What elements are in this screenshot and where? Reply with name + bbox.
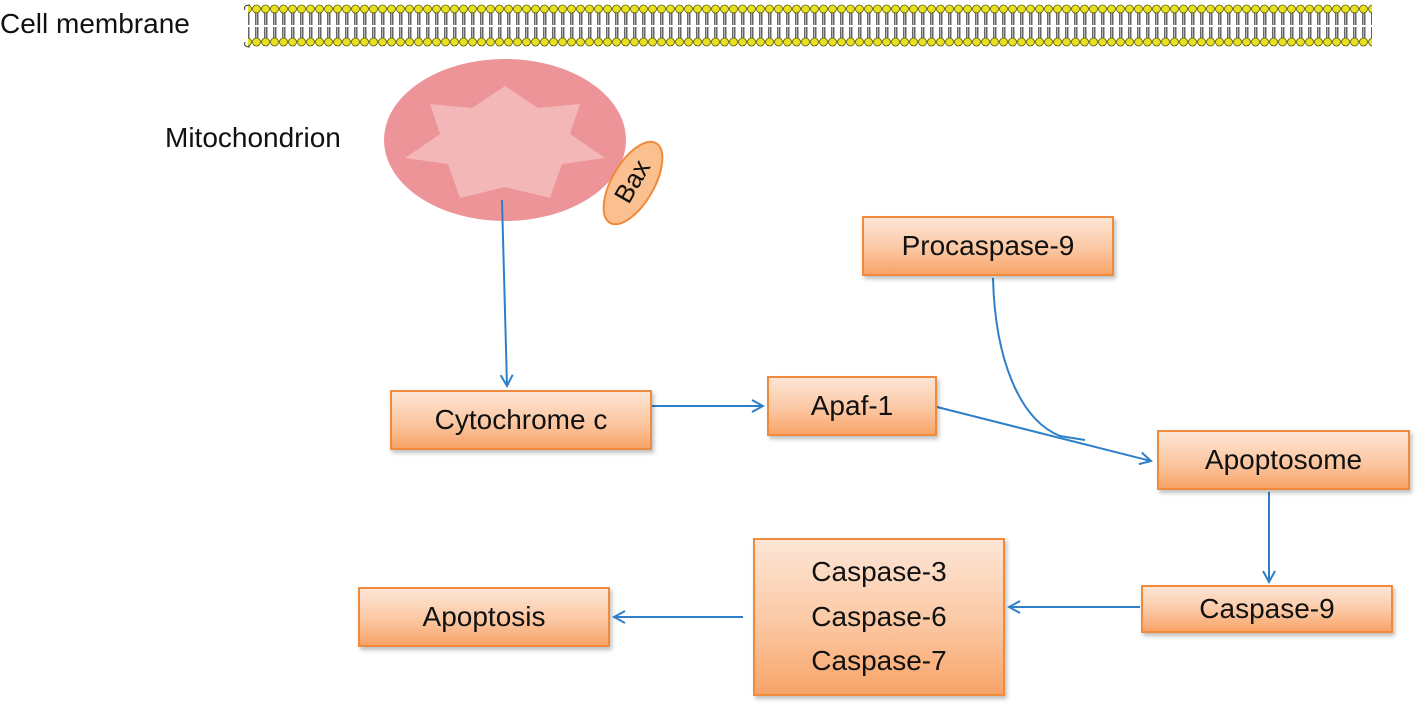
arrow-mito-to-cytc xyxy=(502,199,507,386)
cell-membrane xyxy=(244,3,1372,49)
caspase-7: Caspase-7 xyxy=(811,645,947,677)
node-cytochrome-c: Cytochrome c xyxy=(390,390,652,450)
bax-protein xyxy=(602,140,664,226)
cell-membrane-label: Cell membrane xyxy=(0,8,190,39)
arrow-procaspase9-join xyxy=(992,277,1086,441)
mitochondrion xyxy=(384,59,626,221)
node-effector-caspases: Caspase-3 Caspase-6 Caspase-7 xyxy=(753,538,1005,696)
arrow-apaf1-to-apoptosome xyxy=(936,406,1151,461)
node-apoptosis: Apoptosis xyxy=(358,587,610,647)
caspase-6: Caspase-6 xyxy=(811,600,947,632)
caspase-3: Caspase-3 xyxy=(811,555,947,587)
node-apoptosome: Apoptosome xyxy=(1157,430,1410,490)
mitochondrion-star xyxy=(405,86,605,198)
node-caspase9: Caspase-9 xyxy=(1141,585,1393,633)
node-procaspase9: Procaspase-9 xyxy=(862,216,1114,276)
mitochondrion-label: Mitochondrion xyxy=(165,122,341,153)
node-apaf1: Apaf-1 xyxy=(767,376,937,436)
